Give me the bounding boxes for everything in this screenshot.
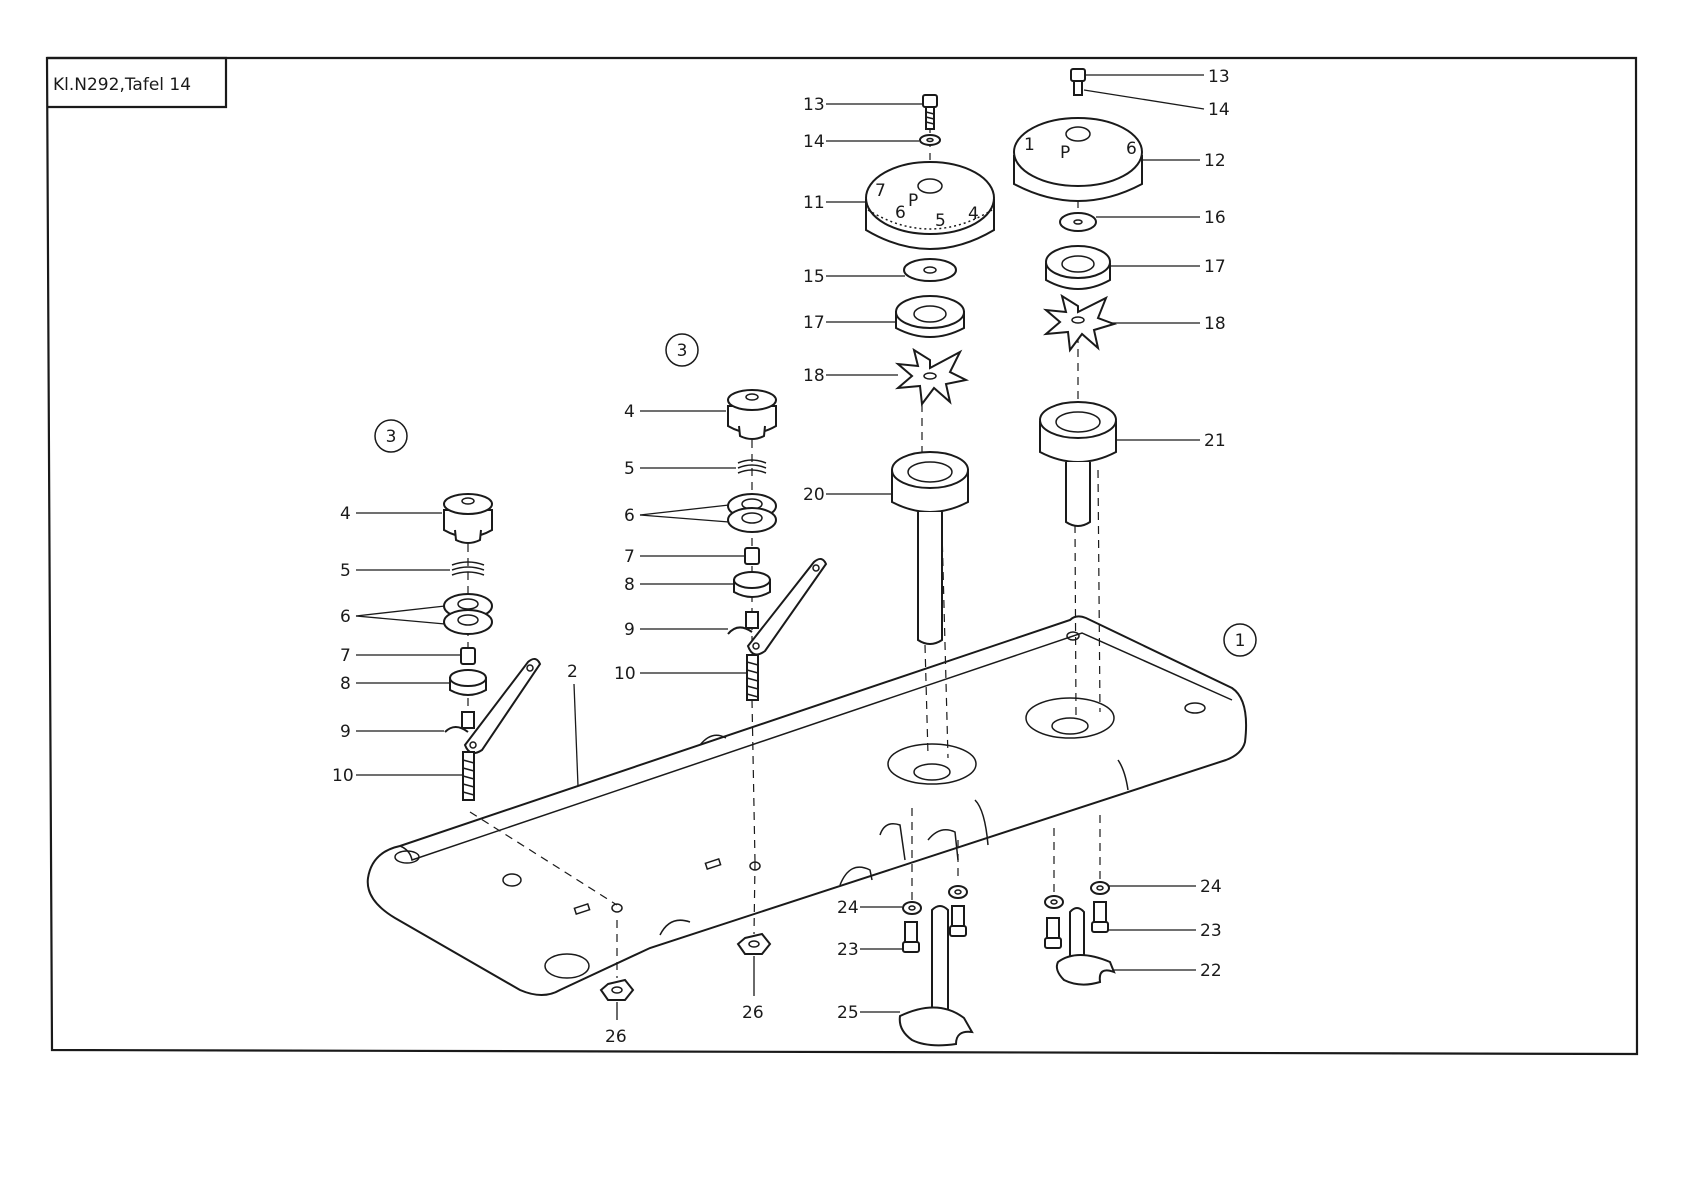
svg-text:P: P [908, 191, 918, 211]
base-plate [368, 616, 1246, 995]
label-2: 2 [567, 662, 578, 786]
dial-stack-right: 1 P 6 13 14 12 16 17 18 21 [1014, 67, 1230, 715]
svg-text:17: 17 [1204, 257, 1226, 277]
svg-text:4: 4 [340, 504, 351, 524]
svg-text:16: 16 [1204, 208, 1226, 228]
circle-marker-3-left: 3 [375, 420, 407, 452]
svg-text:13: 13 [1208, 67, 1230, 87]
svg-text:3: 3 [677, 341, 688, 361]
svg-text:10: 10 [332, 766, 354, 786]
title-box: Kl.N292,Tafel 14 [47, 58, 226, 107]
svg-text:7: 7 [875, 181, 886, 201]
svg-text:23: 23 [1200, 921, 1222, 941]
svg-text:3: 3 [386, 427, 397, 447]
svg-text:1: 1 [1235, 631, 1246, 651]
svg-text:15: 15 [803, 267, 825, 287]
svg-text:1: 1 [1024, 135, 1035, 155]
svg-text:P: P [1060, 143, 1070, 163]
svg-text:4: 4 [624, 402, 635, 422]
svg-text:6: 6 [895, 203, 906, 223]
svg-text:23: 23 [837, 940, 859, 960]
svg-text:5: 5 [624, 459, 635, 479]
svg-text:18: 18 [803, 366, 825, 386]
svg-text:6: 6 [340, 607, 351, 627]
svg-text:7: 7 [340, 646, 351, 666]
svg-text:9: 9 [624, 620, 635, 640]
svg-text:5: 5 [340, 561, 351, 581]
svg-text:14: 14 [1208, 100, 1230, 120]
svg-text:12: 12 [1204, 151, 1226, 171]
svg-text:9: 9 [340, 722, 351, 742]
svg-text:22: 22 [1200, 961, 1222, 981]
svg-text:13: 13 [803, 95, 825, 115]
svg-text:8: 8 [340, 674, 351, 694]
svg-text:8: 8 [624, 575, 635, 595]
svg-text:10: 10 [614, 664, 636, 684]
circle-marker-3-middle: 3 [666, 334, 698, 366]
svg-text:11: 11 [803, 193, 825, 213]
svg-text:21: 21 [1204, 431, 1226, 451]
svg-text:17: 17 [803, 313, 825, 333]
title-text: Kl.N292,Tafel 14 [53, 75, 191, 95]
svg-text:4: 4 [968, 204, 979, 224]
svg-text:26: 26 [605, 1027, 627, 1047]
svg-text:6: 6 [1126, 139, 1137, 159]
circle-marker-1: 1 [1224, 624, 1256, 656]
svg-text:20: 20 [803, 485, 825, 505]
svg-text:24: 24 [837, 898, 859, 918]
svg-text:5: 5 [935, 211, 946, 231]
svg-text:18: 18 [1204, 314, 1226, 334]
svg-text:14: 14 [803, 132, 825, 152]
svg-text:25: 25 [837, 1003, 859, 1023]
svg-text:7: 7 [624, 547, 635, 567]
svg-text:6: 6 [624, 506, 635, 526]
svg-text:2: 2 [567, 662, 578, 682]
svg-text:24: 24 [1200, 877, 1222, 897]
svg-text:26: 26 [742, 1003, 764, 1023]
